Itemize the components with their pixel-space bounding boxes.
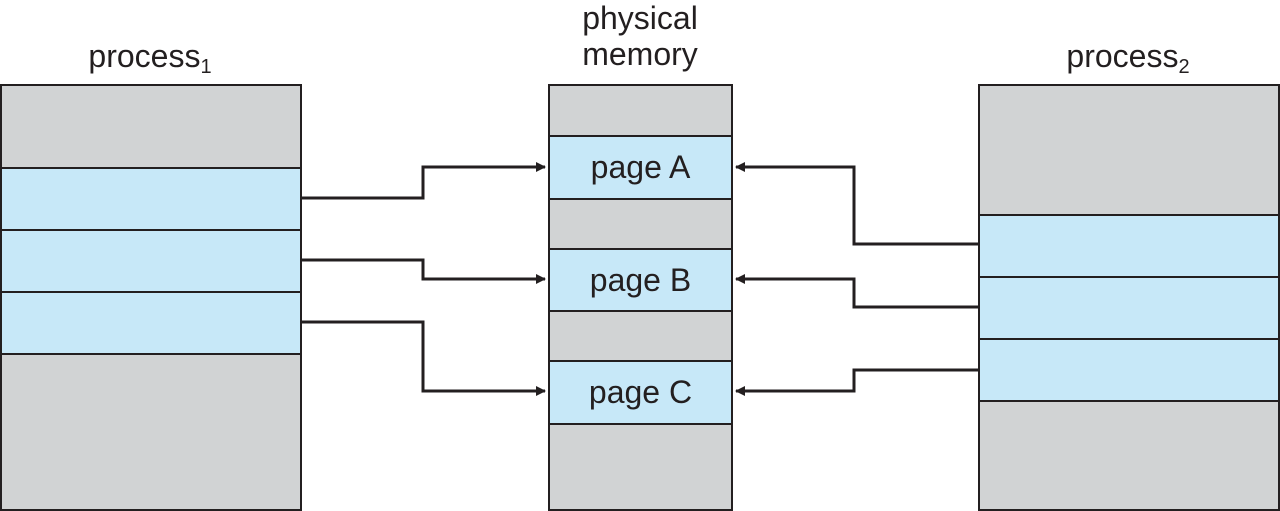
frame-page-a: page A <box>550 135 731 200</box>
physical-memory-block: page A page B page C <box>548 84 733 511</box>
physical-memory-label-line1: physical <box>582 0 698 36</box>
process1-label: process1 <box>40 38 260 77</box>
arrow-p1-to-page-b <box>302 258 546 284</box>
process1-label-subscript: 1 <box>200 56 212 78</box>
arrow-p1-to-page-a <box>302 162 546 200</box>
process2-label-subscript: 2 <box>1178 56 1190 78</box>
arrow-p2-to-page-b <box>735 274 978 309</box>
arrow-p1-to-page-c <box>302 320 546 396</box>
frame-page-b: page B <box>550 248 731 312</box>
page-b-label: page B <box>589 261 692 298</box>
process2-label-text: process <box>1066 38 1179 74</box>
process1-label-text: process <box>88 38 201 74</box>
physical-memory-label: physical memory <box>530 0 750 72</box>
arrow-p2-to-page-a <box>735 162 978 246</box>
page-c-label: page C <box>588 374 693 410</box>
process1-address-space <box>0 84 302 511</box>
frame-page-c: page C <box>550 360 731 425</box>
process2-page-slot-c <box>980 338 1278 402</box>
arrow-p2-to-page-c <box>735 368 978 396</box>
page-a-label: page A <box>590 149 691 185</box>
physical-memory-label-line2: memory <box>582 36 698 72</box>
process1-page-slot-c <box>2 291 300 355</box>
process2-address-space <box>978 84 1280 511</box>
process2-label: process2 <box>1018 38 1238 77</box>
